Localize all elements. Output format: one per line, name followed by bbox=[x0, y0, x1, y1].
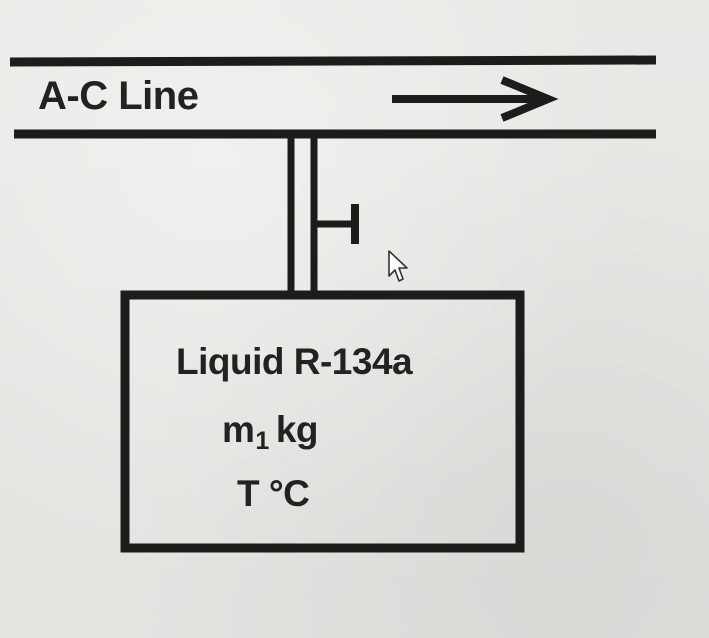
tank-temperature-label: T °C bbox=[237, 473, 310, 514]
tank-contents-label: Liquid R-134a bbox=[176, 341, 413, 382]
mass-unit: kg bbox=[275, 409, 319, 450]
mouse-cursor-icon bbox=[388, 250, 408, 282]
mass-symbol: m bbox=[222, 409, 255, 450]
flow-direction-arrow-icon bbox=[392, 76, 559, 122]
ac-line-label: A-C Line bbox=[38, 74, 199, 118]
mass-subscript: 1 bbox=[255, 427, 269, 455]
tank-box bbox=[120, 290, 525, 553]
valve-icon bbox=[314, 204, 359, 244]
ac-line-top-wall bbox=[9, 55, 657, 67]
